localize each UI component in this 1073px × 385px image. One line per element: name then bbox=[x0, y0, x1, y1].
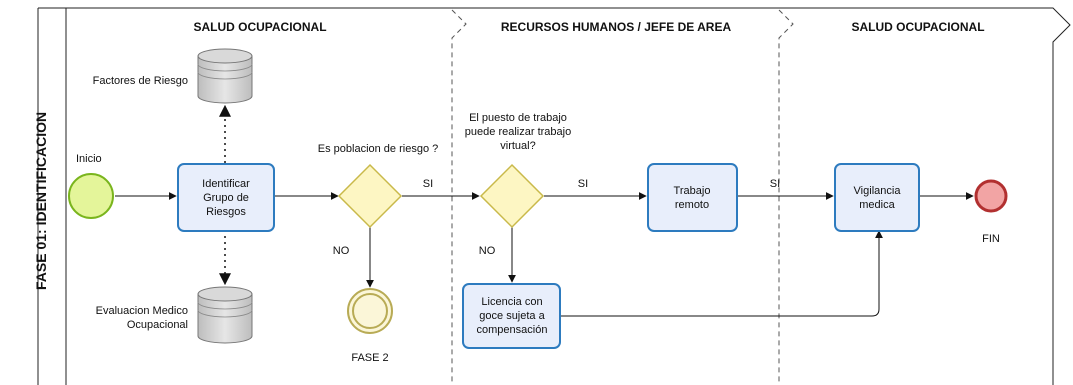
gateway-risk-population bbox=[337, 163, 403, 229]
task-medical-surveillance bbox=[834, 163, 920, 232]
pool: FASE 01: IDENTIFICACION bbox=[33, 7, 1071, 385]
task-license-line2: goce sujeta a bbox=[479, 310, 545, 322]
end-event-label: FIN bbox=[982, 233, 1000, 245]
task-remote-line2: remoto bbox=[675, 199, 709, 211]
gateway-risk-population-question: Es poblacion de riesgo ? bbox=[318, 143, 438, 155]
end-event bbox=[974, 179, 1008, 213]
flow-label-remote-yes: SI bbox=[770, 178, 780, 190]
flow-label-g1-no: NO bbox=[333, 245, 350, 257]
flow-label-g2-no: NO bbox=[479, 245, 496, 257]
lane-separators bbox=[451, 9, 794, 385]
phase2-event-inner bbox=[352, 293, 388, 329]
task-identify-line2: Grupo de bbox=[203, 192, 249, 204]
datastore-medical-eval-label-line1: Evaluacion Medico bbox=[96, 305, 188, 317]
task-remote-line1: Trabajo bbox=[674, 185, 711, 197]
gateway-remote-work bbox=[479, 163, 545, 229]
task-license-line3: compensación bbox=[477, 324, 548, 336]
task-identify-line3: Riesgos bbox=[206, 206, 246, 218]
task-remote-work bbox=[647, 163, 738, 232]
task-surveillance-line1: Vigilancia bbox=[854, 185, 902, 197]
task-paid-leave bbox=[462, 283, 561, 349]
lane-divider-2 bbox=[778, 9, 794, 385]
datastore-medical-eval-label-line2: Ocupacional bbox=[127, 319, 188, 331]
lane-header-salud-1: SALUD OCUPACIONAL bbox=[193, 20, 326, 34]
lane-header-salud-2: SALUD OCUPACIONAL bbox=[851, 20, 984, 34]
lane-divider-1 bbox=[451, 9, 467, 385]
datastore-risk-factors bbox=[197, 48, 253, 104]
datastore-medical-eval bbox=[197, 286, 253, 344]
gateway-remote-work-line3: virtual? bbox=[500, 140, 535, 152]
sequence-flows bbox=[115, 192, 974, 317]
task-identify-line1: Identificar bbox=[202, 178, 250, 190]
gateway-remote-work-line2: puede realizar trabajo bbox=[465, 126, 571, 138]
flow-license-to-surveillance bbox=[561, 230, 883, 317]
pool-label: FASE 01: IDENTIFICACION bbox=[33, 112, 49, 290]
flow-label-g1-yes: SI bbox=[423, 178, 433, 190]
task-surveillance-line2: medica bbox=[859, 199, 895, 211]
task-identify-risk-group bbox=[177, 163, 275, 232]
start-event-label: Inicio bbox=[76, 153, 102, 165]
datastore-risk-factors-label: Factores de Riesgo bbox=[93, 75, 188, 87]
start-event bbox=[68, 173, 114, 219]
gateway-remote-work-line1: El puesto de trabajo bbox=[469, 112, 567, 124]
phase2-event-label: FASE 2 bbox=[351, 352, 388, 364]
flow-label-g2-yes: SI bbox=[578, 178, 588, 190]
lane-header-rrhh: RECURSOS HUMANOS / JEFE DE AREA bbox=[501, 20, 732, 34]
task-license-line1: Licencia con bbox=[481, 296, 542, 308]
